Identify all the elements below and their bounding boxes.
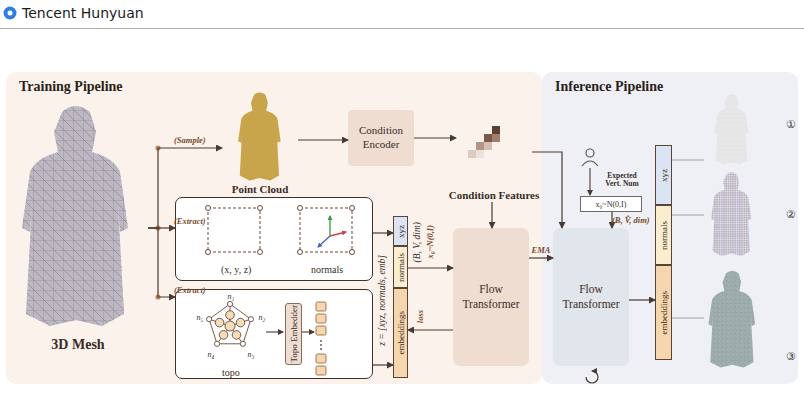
loop-icon — [586, 371, 598, 383]
encoder-box: Condition Encoder — [348, 110, 414, 166]
transformer-box: Flow Transformer — [453, 228, 529, 366]
user-arrow — [589, 168, 590, 195]
logo-mark — [4, 7, 17, 20]
token-segment: normals — [393, 246, 408, 288]
box-label: n₂ — [259, 313, 266, 322]
flow-arrow — [532, 152, 562, 228]
vertical-label: xyz — [396, 225, 406, 238]
box-label: n₄ — [208, 350, 215, 359]
figure-caption: 3D Mesh — [0, 337, 158, 353]
flow-arrow — [373, 232, 393, 233]
vertical-label: Topo Embedder — [289, 305, 299, 363]
box-label: Flow Transformer — [557, 282, 625, 312]
box-label: x₀~N(0,I) — [596, 200, 627, 209]
panel-heading: Inference Pipeline — [555, 79, 663, 95]
mesh-illustration — [22, 106, 128, 326]
point-cloud-illustration — [238, 92, 280, 180]
inner-arrow — [266, 331, 283, 332]
box-label: Condition Encoder — [351, 124, 411, 152]
normals-cube — [298, 206, 355, 255]
box-label: normals — [311, 264, 343, 275]
token-segment: normals — [655, 205, 672, 265]
flow-arrow — [148, 148, 222, 228]
user-icon — [582, 149, 598, 166]
flow-arrow — [529, 257, 553, 258]
attribute-box: (x, y, z) normals — [175, 197, 373, 281]
flow-arrow — [148, 228, 175, 297]
flow-arrow — [298, 139, 348, 140]
flow-arrow — [414, 137, 456, 138]
brand-name: Tencent Hunyuan — [22, 5, 144, 21]
vertical-label: embeddings — [659, 291, 669, 335]
flow-arrow — [629, 299, 655, 300]
token-segment: embeddings — [393, 288, 408, 378]
box-label: n₃ — [248, 350, 255, 359]
box-label: n₁ — [228, 292, 235, 301]
noise-box: x₀~N(0,I) — [580, 196, 642, 212]
flow-arrow — [373, 364, 393, 365]
output-normals — [711, 172, 751, 256]
embedder-box: Topo Embedder — [285, 303, 302, 365]
output-points — [715, 94, 749, 164]
topo-graph — [207, 301, 254, 346]
logo-mark — [8, 11, 13, 16]
figure-caption: Condition Features — [446, 189, 542, 202]
box-label: topo — [222, 367, 240, 378]
vertical-label: normals — [659, 221, 669, 250]
flow-arrow — [491, 202, 492, 228]
figure-caption: Point Cloud — [212, 183, 308, 196]
box-label: n₅ — [197, 313, 204, 322]
output-mesh — [709, 271, 756, 368]
token-column — [316, 302, 326, 375]
transformer-box: Flow Transformer — [553, 228, 629, 366]
feature-blocks — [468, 126, 500, 158]
pipeline-panel: Inference PipelineFlow Transformer x₀~N(0… — [542, 72, 798, 384]
box-label: Flow Transformer — [457, 282, 525, 312]
vertical-label: normals — [396, 253, 406, 282]
header-rule — [0, 28, 804, 29]
vertical-label: xyz — [659, 169, 669, 182]
inner-arrow — [302, 331, 314, 332]
box-label: (x, y, z) — [221, 264, 251, 275]
vertical-label: embeddings — [396, 311, 406, 355]
topology-box: topon₁n₂n₃n₄n₅v12345Topo Embedder — [175, 289, 373, 379]
token-segment: xyz — [655, 145, 672, 205]
flow-arrow — [408, 329, 453, 330]
flow-arrow — [408, 267, 453, 268]
token-segment: xyz — [393, 216, 408, 246]
output-leaders — [672, 160, 704, 318]
panel-heading: Training Pipeline — [19, 79, 123, 95]
xyz-cube — [206, 206, 263, 255]
flow-arrow — [611, 212, 612, 228]
token-segment: embeddings — [655, 265, 672, 360]
